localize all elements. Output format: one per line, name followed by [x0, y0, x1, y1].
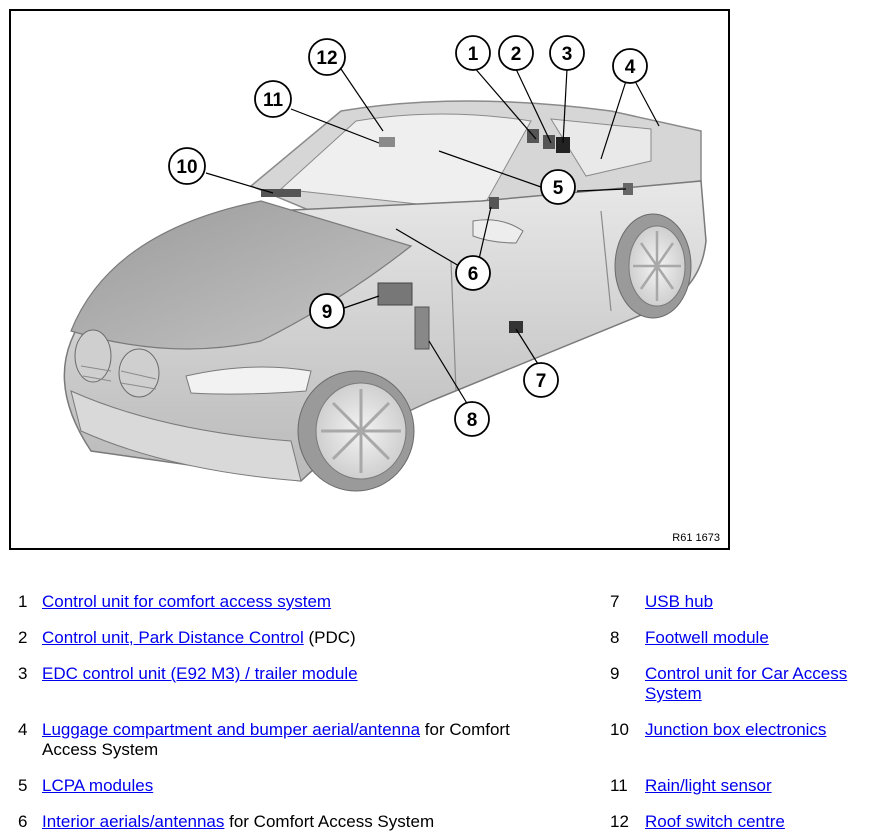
callout-2-label: 2: [511, 44, 522, 65]
callout-11: 11: [254, 80, 292, 118]
legend-link[interactable]: EDC control unit (E92 M3) / trailer modu…: [42, 664, 358, 683]
legend-link[interactable]: USB hub: [645, 592, 714, 611]
legend-item: 5 LCPA modules: [18, 776, 578, 800]
callout-9-label: 9: [322, 302, 333, 323]
legend-item: 10 Junction box electronics: [610, 720, 870, 744]
legend-suffix: for Comfort Access System: [224, 812, 435, 831]
legend-link[interactable]: Junction box electronics: [645, 720, 827, 739]
legend-number: 6: [18, 812, 28, 831]
vehicle-diagram: 1 2 3 4 5 6 7 8 9 10 11 12 R61 1673: [9, 9, 730, 550]
callout-11-label: 11: [263, 90, 284, 111]
legend-item: 6 Interior aerials/antennas for Comfort …: [18, 812, 578, 836]
callout-12-label: 12: [316, 48, 337, 69]
legend-number: 4: [18, 720, 28, 739]
callout-markers: 1 2 3 4 5 6 7 8 9 10 11 12: [168, 35, 648, 437]
callout-10: 10: [168, 147, 206, 185]
callout-1: 1: [455, 35, 491, 71]
callout-7: 7: [523, 362, 559, 398]
callout-4-label: 4: [625, 57, 636, 78]
callout-10-label: 10: [176, 157, 197, 178]
legend-number: 7: [610, 592, 620, 611]
legend-suffix: (PDC): [303, 628, 356, 647]
legend-link[interactable]: Control unit, Park Distance Control: [42, 628, 304, 647]
legend-item: 3 EDC control unit (E92 M3) / trailer mo…: [18, 664, 578, 688]
legend-link[interactable]: Luggage compartment and bumper aerial/an…: [42, 720, 421, 739]
callout-1-label: 1: [468, 44, 479, 65]
legend-link[interactable]: Footwell module: [645, 628, 769, 647]
callout-3-label: 3: [562, 44, 573, 65]
legend-item: 2 Control unit, Park Distance Control (P…: [18, 628, 578, 652]
callout-9: 9: [309, 293, 345, 329]
legend-link[interactable]: Control unit for Car Access System: [645, 664, 848, 703]
callout-8-label: 8: [467, 410, 478, 431]
car-illustration: 1 2 3 4 5 6 7 8 9 10 11 12: [63, 35, 707, 492]
callout-8: 8: [454, 401, 490, 437]
legend-suffix: for Comfort Access System: [42, 720, 510, 759]
legend-link[interactable]: Control unit for comfort access system: [42, 592, 332, 611]
callout-6-label: 6: [468, 264, 479, 285]
legend-item: 11 Rain/light sensor: [610, 776, 870, 800]
legend-number: 3: [18, 664, 28, 683]
legend-number: 5: [18, 776, 28, 795]
legend-number: 1: [18, 592, 28, 611]
legend-number: 12: [610, 812, 629, 831]
callout-12: 12: [308, 38, 346, 76]
callout-2: 2: [498, 35, 534, 71]
callout-5: 5: [540, 169, 576, 205]
legend-item: 12 Roof switch centre: [610, 812, 870, 836]
legend-number: 2: [18, 628, 28, 647]
legend-number: 9: [610, 664, 620, 683]
legend-number: 11: [610, 776, 628, 795]
legend-link[interactable]: Roof switch centre: [645, 812, 785, 831]
legend-link[interactable]: Rain/light sensor: [645, 776, 772, 795]
callout-5-label: 5: [553, 178, 564, 199]
legend-item: 4 Luggage compartment and bumper aerial/…: [18, 720, 558, 764]
legend-number: 8: [610, 628, 620, 647]
callout-7-label: 7: [536, 371, 547, 392]
callout-6: 6: [455, 255, 491, 291]
callout-3: 3: [549, 35, 585, 71]
legend-item: 8 Footwell module: [610, 628, 870, 652]
legend-item: 1 Control unit for comfort access system: [18, 592, 578, 616]
legend-item: 9 Control unit for Car Access System: [610, 664, 870, 708]
legend-item: 7 USB hub: [610, 592, 870, 616]
legend-link[interactable]: Interior aerials/antennas: [42, 812, 225, 831]
figure-reference-code: R61 1673: [672, 532, 720, 544]
legend-number: 10: [610, 720, 629, 739]
legend-link[interactable]: LCPA modules: [42, 776, 154, 795]
callout-4: 4: [612, 48, 648, 84]
